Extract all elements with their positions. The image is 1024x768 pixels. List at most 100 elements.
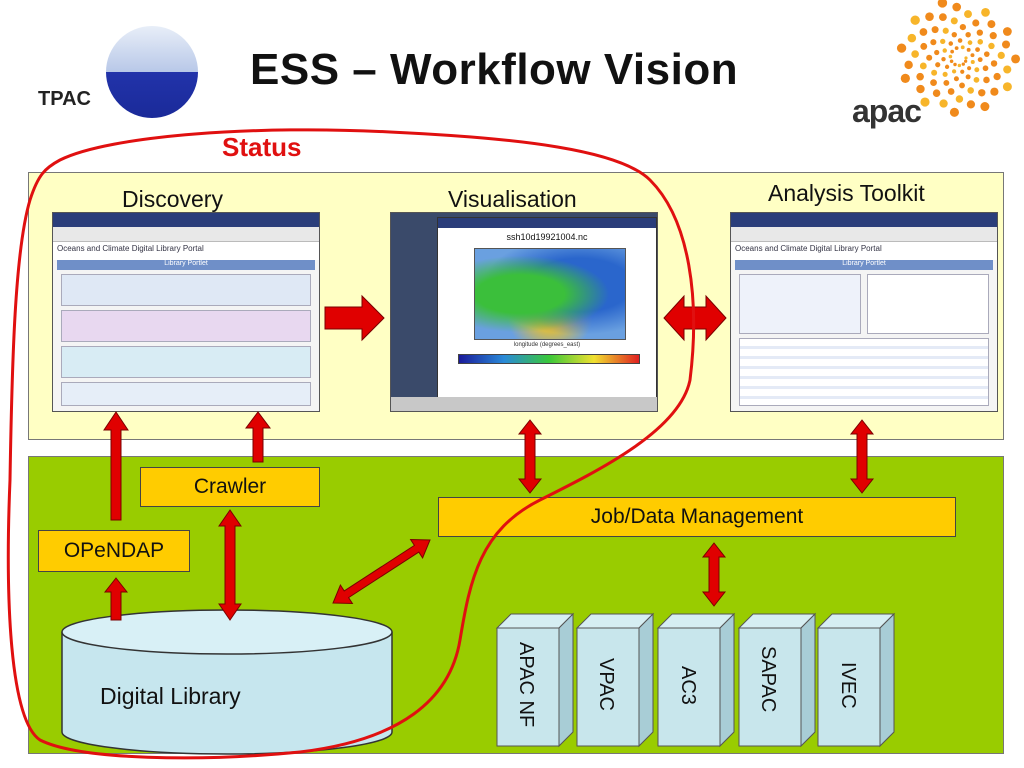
apac-dot [965,74,971,80]
tpac-logo [20,20,210,130]
facility-cube-side [719,612,735,748]
apac-dot [1011,54,1021,64]
facility-cube-front [817,627,881,747]
apac-dot [952,2,962,12]
status-label: Status [222,132,302,162]
apac-dot [932,89,941,97]
apac-dot [989,32,997,40]
facility-cube [656,612,736,748]
job-data-management-box: Job/Data Management [438,497,956,537]
browser-toolbar [53,227,319,242]
facility-label-sapac: SAPAC [757,646,779,713]
apac-dot [950,49,954,54]
apac-dot [966,100,976,109]
apac-dot [1003,65,1012,74]
browser-titlebar [53,213,319,227]
apac-logo-text: apac [852,93,922,129]
facility-cube-side [638,612,654,748]
apac-dot [941,56,946,62]
apac-dot [920,97,930,107]
facility-cube [737,612,817,748]
apac-dot [977,39,984,45]
apac-dot [948,54,953,59]
apac-dot [920,42,928,50]
status-boundary-loop [6,128,696,760]
apac-dot [967,66,972,71]
apac-dot [983,51,990,57]
discovery-screenshot: Oceans and Climate Digital Library Porta… [52,212,320,412]
facility-label-apac-nf: APAC NF [515,642,537,728]
portlet-bar: Library Portlet [735,260,993,270]
portal-header: Oceans and Climate Digital Library Porta… [53,242,319,260]
facility-cube-front [738,627,802,747]
apac-dot [900,73,910,83]
apac-logo [880,0,1024,130]
apac-dot [930,39,937,46]
apac-dot [950,17,958,25]
arrow-opendap-to-discovery [103,411,129,521]
apac-dot [972,19,980,27]
apac-dot [990,60,998,67]
plot-window: ssh10d19921004.nc longitude (degrees_eas… [437,217,657,401]
plot-window-titlebar [438,218,656,228]
plot-xlabel: longitude (degrees_east) [513,342,581,348]
apac-dot [966,47,971,52]
apac-dot [970,53,975,58]
apac-dot [916,84,925,94]
apac-dot [930,79,937,86]
apac-dot [942,71,948,77]
apac-dot [967,40,973,45]
apac-dot [943,79,950,86]
apac-dot [974,67,980,73]
apac-dot [953,76,959,82]
apac-dot [949,107,959,117]
apac-logo-dots [896,0,1021,117]
apac-dot [981,8,990,17]
apac-dot [1002,27,1012,36]
apac-dot [977,57,983,63]
apac-dot [954,46,959,50]
search-options-form [739,274,861,334]
facility-cube-side [800,612,816,748]
apac-dot [960,45,965,50]
visualisation-label: Visualisation [448,186,577,212]
facility-cube [495,612,575,748]
result-item [61,274,311,306]
apac-dot [997,51,1005,60]
apac-dot [1002,40,1011,49]
portal-header: Oceans and Climate Digital Library Porta… [731,242,997,260]
apac-dot [967,87,974,94]
apac-dot [993,72,1001,81]
facility-cube-side [879,612,895,748]
analysis-toolkit-label: Analysis Toolkit [768,180,925,206]
taskbar [391,397,657,411]
arrow-job-facilities [701,542,727,607]
apac-dot [949,59,954,64]
facility-label-ac3: AC3 [677,666,699,705]
apac-dot [944,64,950,70]
apac-dot [975,47,980,52]
apac-dot [937,0,948,8]
apac-dot [935,62,941,68]
arrow-library-to-opendap [103,577,129,621]
apac-dot [959,82,965,89]
apac-dot [965,31,971,38]
facility-cube-side [558,612,574,748]
facility-label-ivec: IVEC [837,662,859,709]
apac-dot [987,20,996,29]
arrow-discovery-to-visualisation [324,294,385,342]
facility-cube-front [496,627,560,747]
ocean-map-plot [474,248,626,340]
apac-dot [990,87,999,96]
apac-dot [959,23,967,31]
apac-dot [964,59,968,63]
description-box [867,274,989,334]
apac-dot [973,77,980,83]
apac-dot [939,99,948,108]
discovery-label: Discovery [122,186,223,212]
facility-cube [816,612,896,748]
form-area [739,274,989,334]
apac-dot [964,56,968,60]
arrow-crawler-to-discovery [245,411,271,463]
apac-dot [951,69,957,74]
